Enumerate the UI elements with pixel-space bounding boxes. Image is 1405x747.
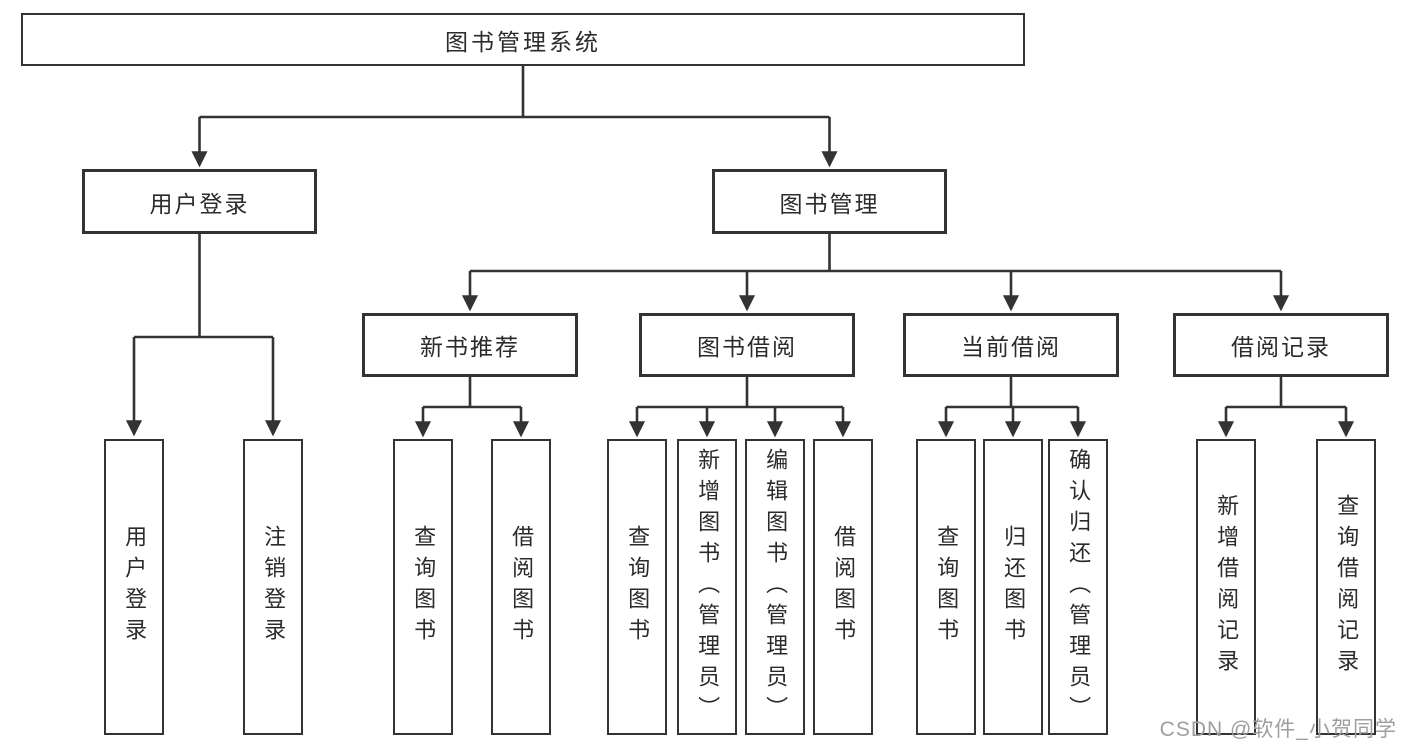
- leaf-edit-books-admin-label: 编辑图书（管理员）: [763, 447, 789, 727]
- leaf-add-borrow-record-label: 新增借阅记录: [1214, 494, 1240, 680]
- leaf-borrowing-query-books: 查询图书: [607, 439, 667, 735]
- leaf-user-login-label: 用户登录: [122, 525, 148, 649]
- leaf-logout-label: 注销登录: [261, 525, 287, 649]
- node-borrowing-records: 借阅记录: [1173, 313, 1389, 377]
- leaf-confirm-return-admin: 确认归还（管理员）: [1048, 439, 1108, 735]
- leaf-add-books-admin-label: 新增图书（管理员）: [695, 447, 721, 727]
- node-book-management-label: 图书管理: [779, 190, 880, 217]
- node-book-borrowing-label: 图书借阅: [697, 334, 797, 360]
- node-current-borrowing: 当前借阅: [903, 313, 1119, 377]
- node-borrowing-records-label: 借阅记录: [1231, 334, 1331, 360]
- leaf-recommend-borrow-books: 借阅图书: [491, 439, 551, 735]
- node-new-book-recommendation-label: 新书推荐: [420, 334, 520, 360]
- leaf-borrowing-query-books-label: 查询图书: [625, 525, 651, 649]
- node-root: 图书管理系统: [21, 13, 1025, 66]
- leaf-user-login: 用户登录: [104, 439, 164, 735]
- node-book-management: 图书管理: [712, 169, 947, 234]
- node-user-login-label: 用户登录: [149, 190, 250, 217]
- node-new-book-recommendation: 新书推荐: [362, 313, 578, 377]
- leaf-recommend-query-books: 查询图书: [393, 439, 453, 735]
- leaf-query-borrow-record: 查询借阅记录: [1316, 439, 1376, 735]
- leaf-recommend-query-books-label: 查询图书: [411, 525, 437, 649]
- leaf-borrowing-borrow-books: 借阅图书: [813, 439, 873, 735]
- watermark: CSDN @软件_小贺同学: [1159, 718, 1397, 741]
- node-book-borrowing: 图书借阅: [639, 313, 855, 377]
- leaf-recommend-borrow-books-label: 借阅图书: [509, 525, 535, 649]
- leaf-edit-books-admin: 编辑图书（管理员）: [745, 439, 805, 735]
- node-root-label: 图书管理系统: [445, 28, 601, 55]
- leaf-query-borrow-record-label: 查询借阅记录: [1334, 494, 1360, 680]
- node-current-borrowing-label: 当前借阅: [961, 334, 1061, 360]
- leaf-borrowing-borrow-books-label: 借阅图书: [831, 525, 857, 649]
- leaf-current-query-books: 查询图书: [916, 439, 976, 735]
- leaf-confirm-return-admin-label: 确认归还（管理员）: [1066, 447, 1092, 727]
- leaf-return-books-label: 归还图书: [1001, 525, 1027, 649]
- leaf-logout: 注销登录: [243, 439, 303, 735]
- leaf-current-query-books-label: 查询图书: [934, 525, 960, 649]
- leaf-add-books-admin: 新增图书（管理员）: [677, 439, 737, 735]
- node-user-login: 用户登录: [82, 169, 317, 234]
- leaf-add-borrow-record: 新增借阅记录: [1196, 439, 1256, 735]
- leaf-return-books: 归还图书: [983, 439, 1043, 735]
